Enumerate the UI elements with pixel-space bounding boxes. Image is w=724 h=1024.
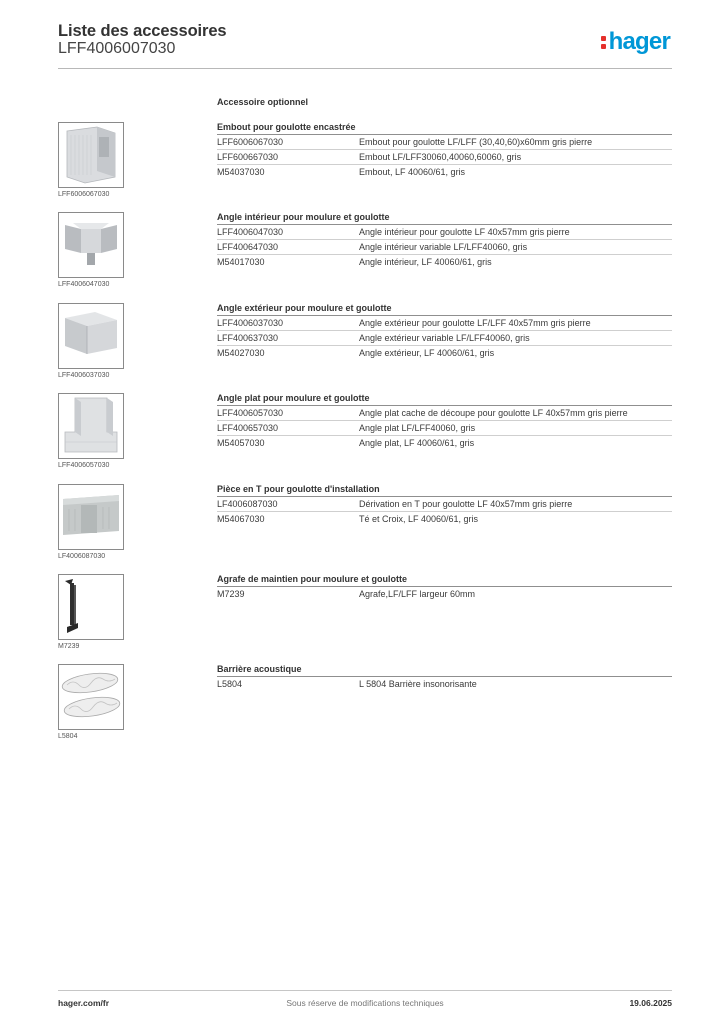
article-description: Angle intérieur pour goulotte LF 40x57mm… — [359, 227, 570, 237]
table-row: M7239 Agrafe,LF/LFF largeur 60mm — [217, 587, 672, 601]
product-image-label: M7239 — [58, 643, 80, 650]
accessory-table: LFF4006037030 Angle extérieur pour goulot… — [217, 316, 672, 360]
article-description: Angle intérieur variable LF/LFF40060, gr… — [359, 242, 528, 252]
article-ref: LFF4006037030 — [217, 318, 284, 328]
group-title: Embout pour goulotte encastrée — [217, 122, 672, 135]
article-description: Angle plat LF/LFF40060, gris — [359, 423, 476, 433]
table-row: LFF6006067030 Embout pour goulotte LF/LFF… — [217, 135, 672, 150]
accessory-table: M7239 Agrafe,LF/LFF largeur 60mm — [217, 587, 672, 601]
accessory-table: L5804 L 5804 Barrière insonorisante — [217, 677, 672, 691]
product-image-label: LFF4006057030 — [58, 462, 110, 469]
article-description: Embout, LF 40060/61, gris — [359, 167, 466, 177]
group-title: Angle plat pour moulure et goulotte — [217, 393, 672, 406]
product-image-label: LFF6006067030 — [58, 191, 110, 198]
article-description: Agrafe,LF/LFF largeur 60mm — [359, 589, 476, 599]
accessory-group-end-cap: LFF6006067030 Embout pour goulotte encas… — [58, 122, 672, 210]
article-ref: LFF4006057030 — [217, 408, 284, 418]
accessory-table: LFF4006047030 Angle intérieur pour goulot… — [217, 225, 672, 269]
table-row: LFF400637030 Angle extérieur variable LF/… — [217, 331, 672, 346]
t-piece-product-icon — [58, 484, 124, 550]
table-row: M54027030 Angle extérieur, LF 40060/61, g… — [217, 346, 672, 360]
product-image-label: LFF4006037030 — [58, 372, 110, 379]
footer-disclaimer: Sous réserve de modifications techniques — [286, 998, 444, 1008]
article-description: Té et Croix, LF 40060/61, gris — [359, 514, 479, 524]
acoustic-barrier-product-icon — [58, 664, 124, 730]
table-row: LFF4006057030 Angle plat cache de découpe… — [217, 406, 672, 421]
group-title: Angle intérieur pour moulure et goulotte — [217, 212, 672, 225]
hager-logo: hager — [600, 28, 671, 56]
table-row: LFF600667030 Embout LF/LFF30060,40060,600… — [217, 150, 672, 165]
table-row: M54067030 Té et Croix, LF 40060/61, gris — [217, 512, 672, 526]
article-description: Angle plat, LF 40060/61, gris — [359, 438, 475, 448]
product-image-label: LFF4006047030 — [58, 281, 110, 288]
article-ref: M54037030 — [217, 167, 265, 177]
accessory-group-t-piece: LF4006087030 Pièce en T pour goulotte d'… — [58, 484, 672, 572]
article-description: Embout pour goulotte LF/LFF (30,40,60)x6… — [359, 137, 593, 147]
logo-dots-icon — [600, 34, 607, 50]
page-footer: Sous réserve de modifications techniques… — [58, 998, 672, 1012]
article-description: Angle extérieur, LF 40060/61, gris — [359, 348, 495, 358]
logo-text: hager — [608, 28, 671, 55]
clip-product-icon — [58, 574, 124, 640]
table-row: LFF4006047030 Angle intérieur pour goulot… — [217, 225, 672, 240]
article-ref: LFF6006067030 — [217, 137, 284, 147]
page-title: Liste des accessoires — [58, 22, 227, 40]
article-description: Angle intérieur, LF 40060/61, gris — [359, 257, 492, 267]
article-description: Angle plat cache de découpe pour goulott… — [359, 408, 628, 418]
article-ref: M54067030 — [217, 514, 265, 524]
accessory-table: LFF6006067030 Embout pour goulotte LF/LFF… — [217, 135, 672, 179]
table-row: M54037030 Embout, LF 40060/61, gris — [217, 165, 672, 179]
accessory-group-flat-angle: LFF4006057030 Angle plat pour moulure et… — [58, 393, 672, 481]
article-ref: LF4006087030 — [217, 499, 278, 509]
group-title: Barrière acoustique — [217, 664, 672, 677]
table-row: LFF400657030 Angle plat LF/LFF40060, gris — [217, 421, 672, 436]
footer-date: 19.06.2025 — [629, 998, 672, 1008]
table-row: LFF400647030 Angle intérieur variable LF/… — [217, 240, 672, 255]
group-title: Agrafe de maintien pour moulure et goulo… — [217, 574, 672, 587]
product-image-label: LF4006087030 — [58, 553, 106, 560]
article-ref: LFF400657030 — [217, 423, 279, 433]
group-title: Angle extérieur pour moulure et goulotte — [217, 303, 672, 316]
inner-angle-product-icon — [58, 212, 124, 278]
article-ref: M54057030 — [217, 438, 265, 448]
article-ref: M54017030 — [217, 257, 265, 267]
flat-angle-product-icon — [58, 393, 124, 459]
article-ref: LFF400637030 — [217, 333, 279, 343]
article-description: Embout LF/LFF30060,40060,60060, gris — [359, 152, 522, 162]
end-cap-product-icon — [58, 122, 124, 188]
product-reference: LFF4006007030 — [58, 40, 176, 57]
article-ref: LFF600667030 — [217, 152, 279, 162]
article-ref: L5804 — [217, 679, 243, 689]
product-image-label: L5804 — [58, 733, 78, 740]
article-description: Angle extérieur pour goulotte LF/LFF 40x… — [359, 318, 591, 328]
page-header: Liste des accessoires LFF4006007030 hage… — [58, 20, 672, 70]
section-title: Accessoire optionnel — [217, 97, 309, 107]
footer-divider — [58, 990, 672, 991]
table-row: LFF4006037030 Angle extérieur pour goulot… — [217, 316, 672, 331]
table-row: L5804 L 5804 Barrière insonorisante — [217, 677, 672, 691]
accessory-group-acoustic-barrier: L5804 Barrière acoustique L5804 L 5804 Ba… — [58, 664, 672, 752]
accessory-table: LF4006087030 Dérivation en T pour goulott… — [217, 497, 672, 526]
table-row: M54057030 Angle plat, LF 40060/61, gris — [217, 436, 672, 450]
table-row: M54017030 Angle intérieur, LF 40060/61, g… — [217, 255, 672, 269]
group-title: Pièce en T pour goulotte d'installation — [217, 484, 672, 497]
footer-website-link[interactable]: hager.com/fr — [58, 998, 110, 1008]
accessory-group-outer-angle: LFF4006037030 Angle extérieur pour moulu… — [58, 303, 672, 391]
article-ref: LFF4006047030 — [217, 227, 284, 237]
article-ref: M54027030 — [217, 348, 265, 358]
table-row: LF4006087030 Dérivation en T pour goulott… — [217, 497, 672, 512]
header-divider — [58, 68, 672, 69]
accessory-group-inner-angle: LFF4006047030 Angle intérieur pour moulu… — [58, 212, 672, 300]
accessory-table: LFF4006057030 Angle plat cache de découpe… — [217, 406, 672, 450]
article-ref: LFF400647030 — [217, 242, 279, 252]
article-description: L 5804 Barrière insonorisante — [359, 679, 477, 689]
outer-angle-product-icon — [58, 303, 124, 369]
article-ref: M7239 — [217, 589, 245, 599]
article-description: Angle extérieur variable LF/LFF40060, gr… — [359, 333, 530, 343]
accessory-group-clip: M7239 Agrafe de maintien pour moulure et… — [58, 574, 672, 662]
article-description: Dérivation en T pour goulotte LF 40x57mm… — [359, 499, 573, 509]
